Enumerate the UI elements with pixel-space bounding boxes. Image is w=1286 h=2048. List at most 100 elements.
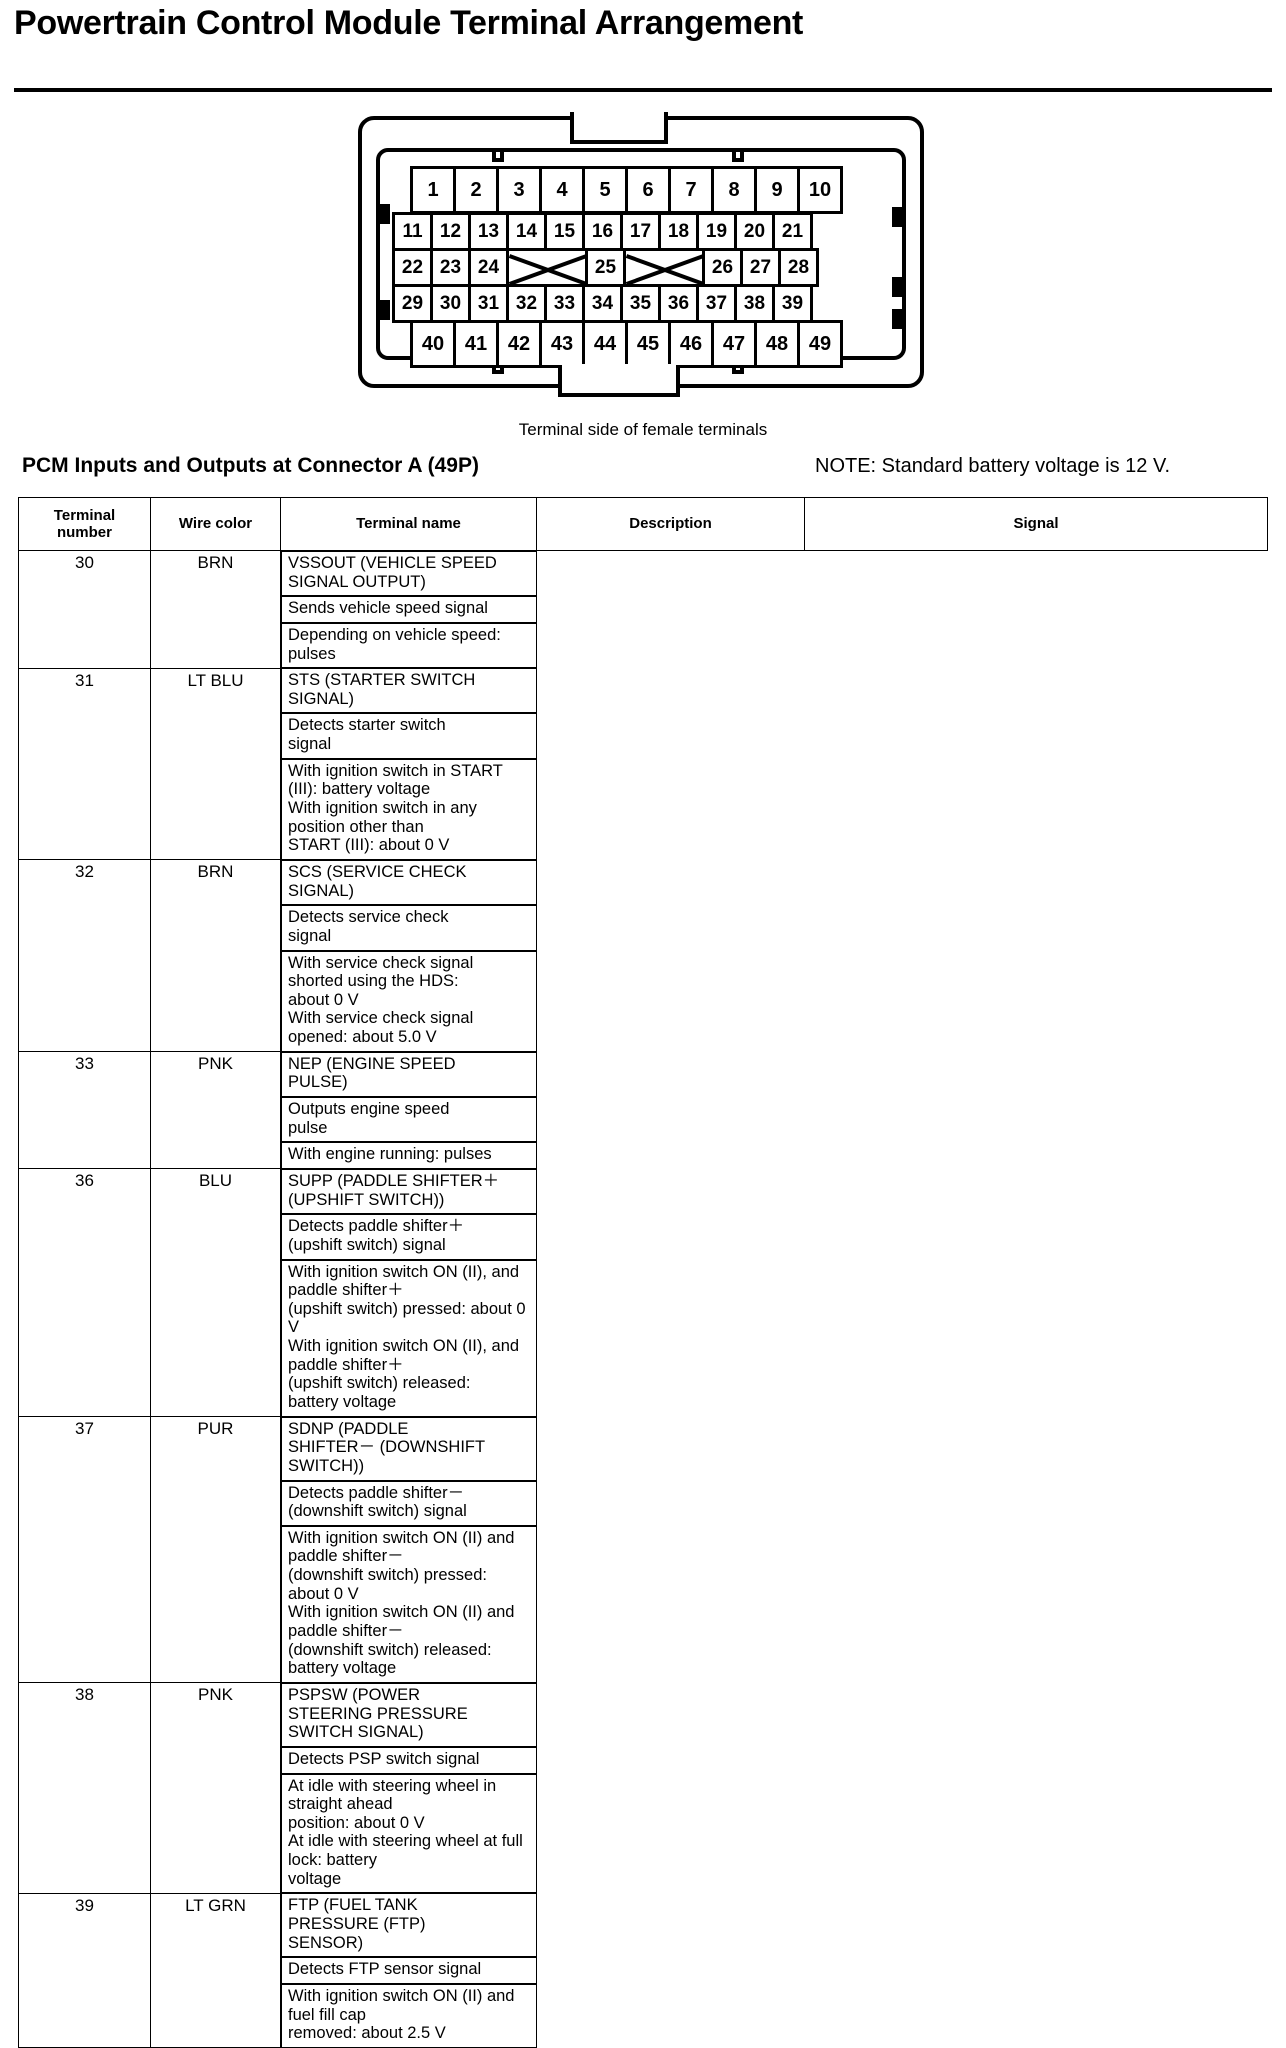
- cell-terminal-name: VSSOUT (VEHICLE SPEED SIGNAL OUTPUT): [281, 551, 537, 597]
- pin-cell[interactable]: 24: [468, 248, 509, 287]
- pin-cell[interactable]: 42: [496, 320, 542, 368]
- pin-cell[interactable]: 16: [582, 212, 623, 251]
- pin-cell[interactable]: 13: [468, 212, 509, 251]
- pin-cell[interactable]: 2: [453, 166, 499, 214]
- table-row: 38 PNK PSPSW (POWER STEERING PRESSURE SW…: [18, 1682, 1268, 1894]
- pin-cell[interactable]: 26: [702, 248, 743, 287]
- cell-wire-color: LT GRN: [150, 1892, 281, 2048]
- cell-signal: With service check signal shorted using …: [281, 950, 537, 1052]
- column-header-signal: Signal: [804, 497, 1268, 551]
- pin-cell[interactable]: 35: [620, 284, 661, 323]
- cell-terminal: 37: [18, 1416, 151, 1684]
- cell-wire-color: PNK: [150, 1682, 281, 1894]
- column-header-description: Description: [536, 497, 805, 551]
- pin-cell[interactable]: 20: [734, 212, 775, 251]
- pin-cell[interactable]: 37: [696, 284, 737, 323]
- pin-cell[interactable]: 1: [410, 166, 456, 214]
- cell-terminal: 33: [18, 1051, 151, 1170]
- table-row: 31 LT BLU STS (STARTER SWITCH SIGNAL) De…: [18, 667, 1268, 861]
- cell-signal: With ignition switch ON (II), and paddle…: [281, 1259, 537, 1417]
- pin-cell[interactable]: 9: [754, 166, 800, 214]
- cell-terminal-name: SCS (SERVICE CHECK SIGNAL): [281, 859, 537, 906]
- latch-right-lower: [892, 309, 906, 329]
- pin-cell[interactable]: 49: [797, 320, 843, 368]
- latch-right-upper: [892, 207, 906, 227]
- cell-terminal: 31: [18, 667, 151, 861]
- pin-cell[interactable]: 34: [582, 284, 623, 323]
- cell-description: Detects paddle shifter－ (downshift switc…: [281, 1480, 537, 1526]
- terminal-header-line2: number: [56, 524, 112, 541]
- pin-row-4: 29 30 31 32 33 34 35 36 37 38 39: [392, 284, 813, 323]
- section-heading: PCM Inputs and Outputs at Connector A (4…: [22, 454, 479, 477]
- pin-cell[interactable]: 19: [696, 212, 737, 251]
- pin-cell[interactable]: 12: [430, 212, 471, 251]
- cell-terminal: 39: [18, 1892, 151, 2048]
- latch-left-lower: [376, 300, 390, 320]
- latch-left-upper: [376, 204, 390, 224]
- pin-cell[interactable]: 3: [496, 166, 542, 214]
- pin-cell[interactable]: 38: [734, 284, 775, 323]
- connector-diagram: 1 2 3 4 5 6 7 8 9 10 11 12 13 14 15 16 1…: [352, 106, 932, 400]
- cell-terminal: 30: [18, 550, 151, 669]
- table-row: 33 PNK NEP (ENGINE SPEED PULSE) Outputs …: [18, 1051, 1268, 1170]
- cell-terminal: 32: [18, 859, 151, 1053]
- title-divider: [14, 88, 1272, 92]
- cell-description: Detects FTP sensor signal: [281, 1957, 537, 1984]
- cell-terminal-name: STS (STARTER SWITCH SIGNAL): [281, 668, 537, 714]
- cell-terminal-name: SUPP (PADDLE SHIFTER＋ (UPSHIFT SWITCH)): [281, 1168, 537, 1215]
- table-row: 39 LT GRN FTP (FUEL TANK PRESSURE (FTP) …: [18, 1892, 1268, 2048]
- pin-cell[interactable]: 17: [620, 212, 661, 251]
- pin-cell[interactable]: 4: [539, 166, 585, 214]
- pin-cell[interactable]: 25: [585, 248, 626, 287]
- cell-terminal: 38: [18, 1682, 151, 1894]
- pin-cell[interactable]: 11: [392, 212, 433, 251]
- bottom-keyway-mask: [562, 364, 676, 376]
- cell-wire-color: PNK: [150, 1051, 281, 1170]
- column-header-wire-color: Wire color: [150, 497, 281, 551]
- pin-cell[interactable]: 21: [772, 212, 813, 251]
- pin-cell[interactable]: 29: [392, 284, 433, 323]
- pin-cell[interactable]: 18: [658, 212, 699, 251]
- pin-cell[interactable]: 5: [582, 166, 628, 214]
- pin-cell[interactable]: 46: [668, 320, 714, 368]
- pin-cell[interactable]: 41: [453, 320, 499, 368]
- pin-cell[interactable]: 14: [506, 212, 547, 251]
- cell-description: Sends vehicle speed signal: [281, 596, 537, 623]
- cell-terminal-name: SDNP (PADDLE SHIFTER－ (DOWNSHIFT SWITCH)…: [281, 1416, 537, 1481]
- notch-top-left: [492, 148, 504, 162]
- pin-cell[interactable]: 40: [410, 320, 456, 368]
- pin-cell[interactable]: 43: [539, 320, 585, 368]
- pin-cell[interactable]: 36: [658, 284, 699, 323]
- pin-cell[interactable]: 22: [392, 248, 433, 287]
- pin-cell-blocked: [506, 248, 588, 287]
- pin-row-2: 11 12 13 14 15 16 17 18 19 20 21: [392, 212, 813, 251]
- cell-signal: With engine running: pulses: [281, 1142, 537, 1169]
- pin-cell[interactable]: 8: [711, 166, 757, 214]
- notch-top-right: [732, 148, 744, 162]
- pin-cell[interactable]: 27: [740, 248, 781, 287]
- table-row: 30 BRN VSSOUT (VEHICLE SPEED SIGNAL OUTP…: [18, 550, 1268, 669]
- cell-wire-color: BRN: [150, 859, 281, 1053]
- pin-cell[interactable]: 10: [797, 166, 843, 214]
- cell-terminal-name: FTP (FUEL TANK PRESSURE (FTP) SENSOR): [281, 1893, 537, 1958]
- pin-cell[interactable]: 7: [668, 166, 714, 214]
- section-note: NOTE: Standard battery voltage is 12 V.: [815, 455, 1171, 477]
- pin-cell[interactable]: 28: [778, 248, 819, 287]
- pin-cell[interactable]: 23: [430, 248, 471, 287]
- pin-cell[interactable]: 33: [544, 284, 585, 323]
- pin-grid: 1 2 3 4 5 6 7 8 9 10 11 12 13 14 15 16 1…: [390, 166, 892, 368]
- pin-cell[interactable]: 44: [582, 320, 628, 368]
- pin-cell[interactable]: 15: [544, 212, 585, 251]
- cell-description: Outputs engine speed pulse: [281, 1097, 537, 1143]
- pin-cell[interactable]: 30: [430, 284, 471, 323]
- pin-cell[interactable]: 6: [625, 166, 671, 214]
- pin-cell[interactable]: 31: [468, 284, 509, 323]
- pin-cell[interactable]: 47: [711, 320, 757, 368]
- pin-row-1: 1 2 3 4 5 6 7 8 9 10: [410, 166, 843, 214]
- pin-cell[interactable]: 39: [772, 284, 813, 323]
- pin-cell[interactable]: 48: [754, 320, 800, 368]
- cell-signal: With ignition switch in START (III): bat…: [281, 758, 537, 860]
- column-header-terminal-number: Terminal number: [18, 497, 151, 551]
- pin-cell[interactable]: 32: [506, 284, 547, 323]
- pin-cell[interactable]: 45: [625, 320, 671, 368]
